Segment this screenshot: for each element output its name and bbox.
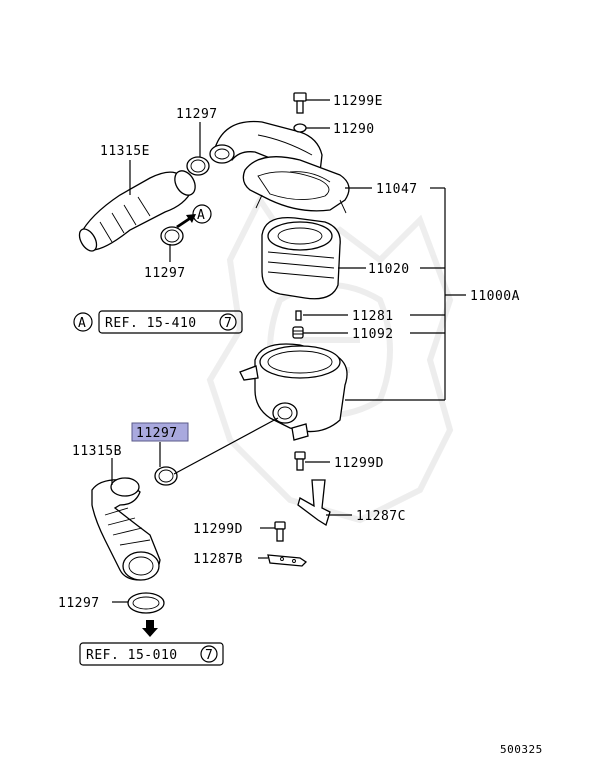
ref-15-010-box[interactable]: REF. 15-010 7 (79, 642, 224, 666)
ref-15-410-box[interactable]: A REF. 15-410 7 (73, 310, 243, 334)
ref-15-410-num: 7 (224, 316, 232, 331)
label-11297-mid: 11297 (144, 266, 186, 281)
ref-15-010-num: 7 (205, 648, 213, 663)
label-11020: 11020 (368, 262, 410, 277)
bolt-11299e (293, 92, 307, 114)
label-11290: 11290 (333, 122, 375, 137)
label-11297-highlighted[interactable]: 11297 (136, 426, 178, 441)
part-labels: 11299E 11290 11297 11315E 11047 11297 11… (58, 94, 520, 611)
washer-11290 (293, 123, 307, 133)
bolt-11299d-left (274, 521, 286, 542)
bracket-11287b (267, 554, 308, 567)
svg-text:A: A (197, 208, 205, 223)
label-11287c: 11287C (356, 509, 406, 524)
clamp-11297-bottom (127, 592, 165, 614)
label-11281: 11281 (352, 309, 394, 324)
label-11092: 11092 (352, 327, 394, 342)
figure-number: 500325 (500, 743, 543, 756)
intake-hose-11315e (78, 170, 196, 252)
label-11000a: 11000A (470, 289, 520, 304)
bracket-11287c (297, 479, 331, 526)
label-11299d-right: 11299D (334, 456, 384, 471)
air-cleaner-case (239, 343, 348, 441)
label-11299e: 11299E (333, 94, 383, 109)
label-11297-bottom: 11297 (58, 596, 100, 611)
ref-15-410-text: REF. 15-410 (105, 316, 197, 331)
label-11287b: 11287B (193, 552, 243, 567)
clamp-11297-top (186, 156, 210, 176)
grommet-11281 (295, 310, 302, 321)
air-cleaner-cover (242, 156, 350, 214)
label-11299d-left: 11299D (193, 522, 243, 537)
label-11315e: 11315E (100, 144, 150, 159)
label-11047: 11047 (376, 182, 418, 197)
filter-element (261, 216, 341, 300)
ref-a-inline: A (78, 316, 86, 331)
highlight-box (131, 422, 189, 442)
ref-15-010-text: REF. 15-010 (86, 648, 178, 663)
intake-hose-11315b (91, 477, 161, 581)
leader-lines (111, 99, 466, 603)
ref-a-marker: A (192, 204, 212, 224)
clamp-11297-lower (154, 466, 178, 486)
arrow-to-ref-b (142, 620, 158, 637)
spring-11092 (292, 326, 304, 339)
arrow-to-ref-a (176, 214, 196, 228)
bolt-11299d-right (294, 451, 306, 471)
clamp-11297-mid (160, 226, 184, 246)
label-11297-top: 11297 (176, 107, 218, 122)
label-11315b: 11315B (72, 444, 122, 459)
